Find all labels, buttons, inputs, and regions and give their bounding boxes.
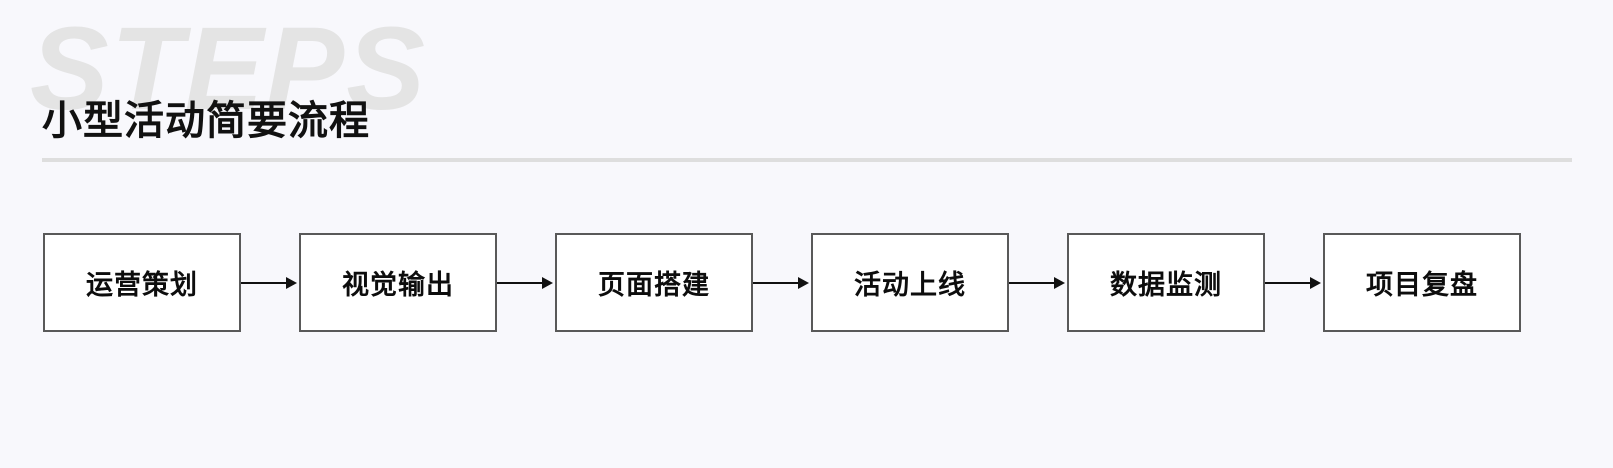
flow-node-6[interactable]: 项目复盘 (1323, 233, 1521, 332)
arrow-line (1265, 281, 1313, 284)
arrow-head-icon (798, 276, 809, 289)
flow-node-1[interactable]: 运营策划 (43, 233, 241, 332)
flow-arrow-1-to-2 (241, 233, 299, 332)
arrow-line (241, 281, 289, 284)
flow-node-label: 数据监测 (1110, 270, 1222, 300)
arrow-head-icon (286, 276, 297, 289)
arrow-head-icon (1310, 276, 1321, 289)
flow-arrow-4-to-5 (1009, 233, 1067, 332)
arrow-line (497, 281, 545, 284)
steps-watermark-text: STEPS (30, 3, 427, 135)
flow-arrow-5-to-6 (1265, 233, 1323, 332)
flow-node-label: 活动上线 (854, 270, 966, 300)
flow-node-label: 视觉输出 (342, 270, 454, 300)
flow-node-label: 运营策划 (86, 270, 198, 300)
flow-arrow-3-to-4 (753, 233, 811, 332)
flow-node-2[interactable]: 视觉输出 (299, 233, 497, 332)
arrow-head-icon (1054, 276, 1065, 289)
arrow-line (1009, 281, 1057, 284)
header-divider (42, 158, 1572, 162)
page-header: STEPS 小型活动简要流程 (0, 0, 1613, 170)
arrow-line (753, 281, 801, 284)
page-title: 小型活动简要流程 (42, 98, 370, 143)
flow-arrow-2-to-3 (497, 233, 555, 332)
arrow-head-icon (542, 276, 553, 289)
process-flow-diagram: 运营策划 视觉输出 页面搭建 活动上线 数据监测 (43, 233, 1525, 332)
flow-node-4[interactable]: 活动上线 (811, 233, 1009, 332)
flow-node-5[interactable]: 数据监测 (1067, 233, 1265, 332)
flow-node-label: 项目复盘 (1366, 270, 1478, 300)
flow-node-label: 页面搭建 (598, 270, 710, 300)
flow-node-3[interactable]: 页面搭建 (555, 233, 753, 332)
